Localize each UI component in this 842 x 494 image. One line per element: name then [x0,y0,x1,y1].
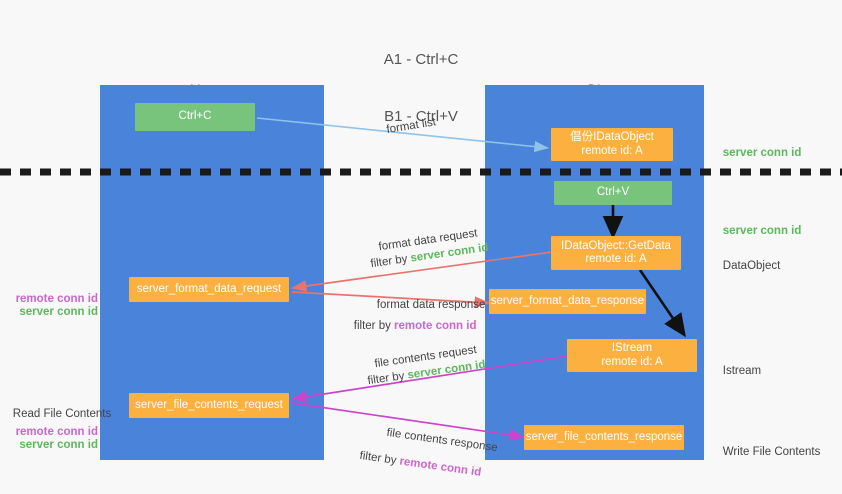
box-istream[interactable]: IStream remote id: A [567,339,697,372]
label-format-list-text: format list [385,116,437,136]
filter-prefix: filter by [366,369,409,388]
right-label-istream: Istream [710,350,761,392]
filter-key-remote-conn-id: remote conn id [398,455,483,479]
right-label-write-file-contents: Write File Contents [710,431,821,473]
left-label-read-file-contents-text: Read File Contents [12,408,112,420]
left-label-server-conn-id-1: server conn id [0,291,98,333]
filter-key-server-conn-id: server conn id [406,358,487,382]
box-server-file-contents-request[interactable]: server_file_contents_request [129,393,289,418]
box-idataobject-line1: 倡份IDataObject [570,131,654,143]
box-ctrl-c-label: Ctrl+C [178,110,212,123]
filter-key-remote-conn-id: remote conn id [394,320,477,332]
right-label-server-conn-id-mid-text: server conn id [722,225,802,237]
box-istream-line1: IStream [611,342,653,354]
left-label-remote-conn-id-2-text: remote conn id [15,426,98,438]
box-ctrl-v-label: Ctrl+V [596,186,630,199]
box-ctrl-v[interactable]: Ctrl+V [554,181,672,205]
filter-prefix: filter by [358,449,401,468]
right-label-server-conn-id-top-text: server conn id [722,147,802,159]
right-label-dataobject-text: DataObject [722,260,781,272]
label-format-data-response: format data response [364,284,486,326]
box-idataobject-getdata[interactable]: IDataObject::GetData remote id: A [551,236,681,270]
right-label-server-conn-id-mid: server conn id [710,210,802,252]
box-server-file-contents-request-label: server_file_contents_request [135,398,283,411]
filter-prefix: filter by [369,252,412,271]
left-label-remote-conn-id-2: remote conn id [0,411,98,453]
box-server-format-data-request-label: server_format_data_request [136,282,282,295]
left-label-server-conn-id-1-text: server conn id [19,306,98,318]
label-format-data-response-filter: filter by remote conn id [341,305,477,347]
left-label-server-conn-id-2: server conn id [0,424,98,466]
right-label-write-file-contents-text: Write File Contents [722,446,821,458]
box-idataobject-line2: remote id: A [581,144,643,157]
box-getdata-line1: IDataObject::GetData [561,239,671,252]
filter-prefix: filter by [353,320,395,332]
left-label-remote-conn-id-1-text: remote conn id [15,293,98,305]
title-line-1: A1 - Ctrl+C [383,51,459,68]
box-istream-line2: remote id: A [601,355,663,368]
right-label-server-conn-id-top: server conn id [710,132,802,174]
box-server-format-data-response-label: server_format_data_response [490,294,645,307]
box-server-file-contents-response[interactable]: server_file_contents_response [524,425,684,450]
box-ctrl-c[interactable]: Ctrl+C [135,103,255,131]
box-server-format-data-response[interactable]: server_format_data_response [489,289,646,314]
left-label-remote-conn-id-1: remote conn id [0,278,98,320]
filter-key-server-conn-id: server conn id [409,241,490,265]
right-label-dataobject: DataObject [710,245,781,287]
label-format-data-response-text: format data response [376,299,486,311]
box-server-format-data-request[interactable]: server_format_data_request [129,277,289,302]
left-label-read-file-contents: Read File Contents [0,393,111,435]
box-idataobject[interactable]: 倡份IDataObject remote id: A [551,128,673,161]
box-getdata-line2: remote id: A [585,253,647,265]
left-label-server-conn-id-2-text: server conn id [19,439,98,451]
right-label-istream-text: Istream [722,365,762,377]
box-server-file-contents-response-label: server_file_contents_response [525,430,683,443]
